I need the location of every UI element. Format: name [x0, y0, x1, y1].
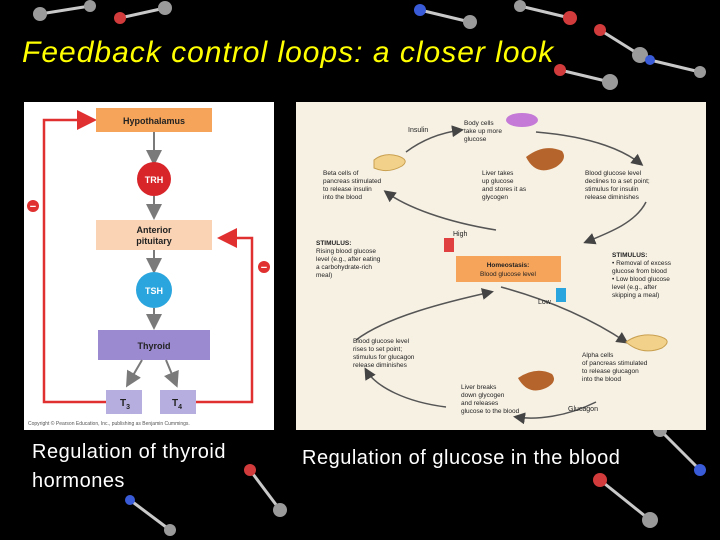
homeostasis-title: Homeostasis: — [487, 262, 530, 269]
low-label: Low — [538, 299, 552, 306]
body-cells-text: Body cells take up more glucose — [464, 120, 504, 143]
t3-hormone-box — [106, 390, 142, 414]
glucose-diagram-panel: Insulin Body cells take up more glucose … — [296, 102, 706, 430]
anterior-pituitary-box — [96, 220, 212, 250]
tsh-label: TSH — [145, 286, 163, 296]
low-arrow-icon — [556, 288, 566, 302]
t4-label: T4 — [172, 398, 182, 411]
insulin-label: Insulin — [408, 127, 428, 134]
feedback-arrow-pituitary — [184, 228, 254, 404]
minus-label: − — [30, 201, 36, 213]
high-label: High — [453, 231, 468, 238]
stimulus-low-text: STIMULUS: • Removal of excess glucose fr… — [612, 252, 673, 299]
glucagon-label: Glucagon — [568, 406, 598, 413]
t3-label: T3 — [120, 398, 130, 411]
minus-label: − — [261, 262, 267, 274]
tsh-hormone-icon — [136, 272, 172, 308]
thyroid-diagram: − − Hypothalamus TRH Anterior pituitary … — [27, 108, 270, 427]
negative-sign-icon — [27, 200, 39, 212]
pancreas-icon — [625, 334, 668, 352]
caption-thyroid: Regulation of thyroid hormones — [32, 441, 226, 492]
hypothalamus-label: Hypothalamus — [123, 116, 185, 126]
homeostasis-box — [456, 256, 561, 282]
liver-takes-text: Liver takes up glucose and stores it as … — [482, 170, 528, 201]
homeostasis-subtitle: Blood glucose level — [480, 271, 537, 278]
stimulus-rising-text: STIMULUS: Rising blood glucose level (e.… — [316, 240, 382, 279]
thyroid-diagram-panel: − − Hypothalamus TRH Anterior pituitary … — [24, 102, 274, 430]
liver-icon — [518, 370, 554, 391]
page-title: Feedback control loops: a closer look — [22, 36, 555, 69]
beta-cells-text: Beta cells of pancreas stimulated to rel… — [323, 170, 383, 201]
thyroid-box — [98, 330, 210, 360]
t4-hormone-box — [160, 390, 196, 414]
hypothalamus-box — [96, 108, 212, 132]
glucose-diagram: Insulin Body cells take up more glucose … — [316, 113, 673, 425]
trh-label: TRH — [145, 175, 164, 185]
blood-declines-text: Blood glucose level declines to a set po… — [585, 170, 652, 201]
blood-rises-text: Blood glucose level rises to set point; … — [353, 338, 416, 369]
anterior-pituitary-label: Anterior — [136, 225, 172, 235]
liver-icon — [526, 148, 564, 171]
alpha-cells-text: Alpha cells of pancreas stimulated to re… — [582, 352, 649, 383]
liver-breaks-text: Liver breaks down glycogen and releases … — [461, 384, 520, 415]
body-cells-icon — [506, 113, 538, 127]
feedback-arrow-hypothalamus — [42, 110, 129, 404]
high-arrow-icon — [444, 238, 454, 252]
negative-sign-icon — [258, 261, 270, 273]
anterior-pituitary-label: pituitary — [136, 236, 172, 246]
caption-glucose: Regulation of glucose in the blood — [302, 447, 621, 469]
pancreas-icon — [373, 154, 406, 172]
thyroid-label: Thyroid — [138, 341, 171, 351]
trh-hormone-icon — [137, 162, 171, 196]
copyright-text: Copyright © Pearson Education, Inc., pub… — [28, 420, 190, 427]
